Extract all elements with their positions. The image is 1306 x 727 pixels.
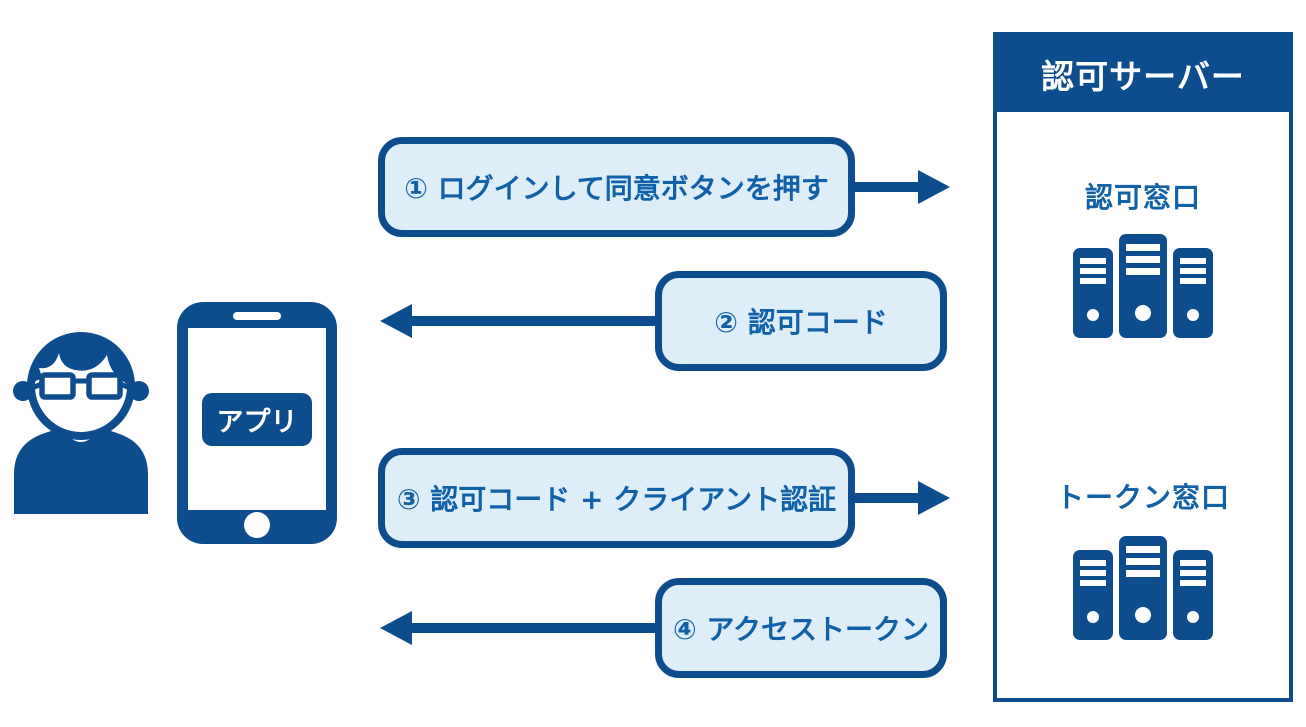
flow-arrow-2-left-arrowhead [380, 304, 412, 338]
app-badge: アプリ [202, 393, 312, 446]
flow-label-3: ③ 認可コード + クライアント認証 [396, 483, 837, 516]
auth-server-title: 認可サーバー [1041, 57, 1245, 96]
hair [31, 336, 131, 386]
flow-box-1: ① ログインして同意ボタンを押す [378, 137, 855, 237]
flow-arrow-1-right-arrowhead [918, 170, 950, 204]
auth-server-panel: 認可サーバー 認可窓口 トークン窓口 [993, 32, 1293, 702]
flow-label-1: ① ログインして同意ボタンを押す [404, 172, 829, 205]
glasses-icon [23, 372, 139, 400]
flow-label-4: ④ アクセストークン [672, 613, 930, 646]
flow-box-3: ③ 認可コード + クライアント認証 [378, 448, 855, 548]
app-label: アプリ [216, 407, 298, 438]
flow-arrow-3-shaft [853, 493, 920, 503]
phone-speaker [233, 312, 281, 320]
phone-home-button [244, 512, 270, 538]
server-rack-icon [1073, 536, 1213, 640]
auth-server-header: 認可サーバー [997, 36, 1289, 112]
flow-arrow-4-shaft [410, 623, 655, 633]
endpoint-label-authorization: 認可窓口 [1084, 181, 1201, 214]
flow-label-2: ② 認可コード [714, 306, 888, 339]
flow-box-4: ④ アクセストークン [655, 578, 947, 678]
smartphone-icon: アプリ [177, 302, 337, 544]
flow-arrow-3-right-arrowhead [918, 481, 950, 515]
server-rack-icon [1073, 234, 1213, 338]
flow-arrow-2-shaft [410, 316, 655, 326]
flow-arrow-4-left-arrowhead [380, 611, 412, 645]
flow-box-2: ② 認可コード [655, 271, 947, 371]
torso [14, 425, 148, 514]
endpoint-label-token: トークン窓口 [1055, 481, 1230, 514]
flow-arrow-1-shaft [853, 182, 920, 192]
user-with-glasses-icon [13, 332, 149, 514]
